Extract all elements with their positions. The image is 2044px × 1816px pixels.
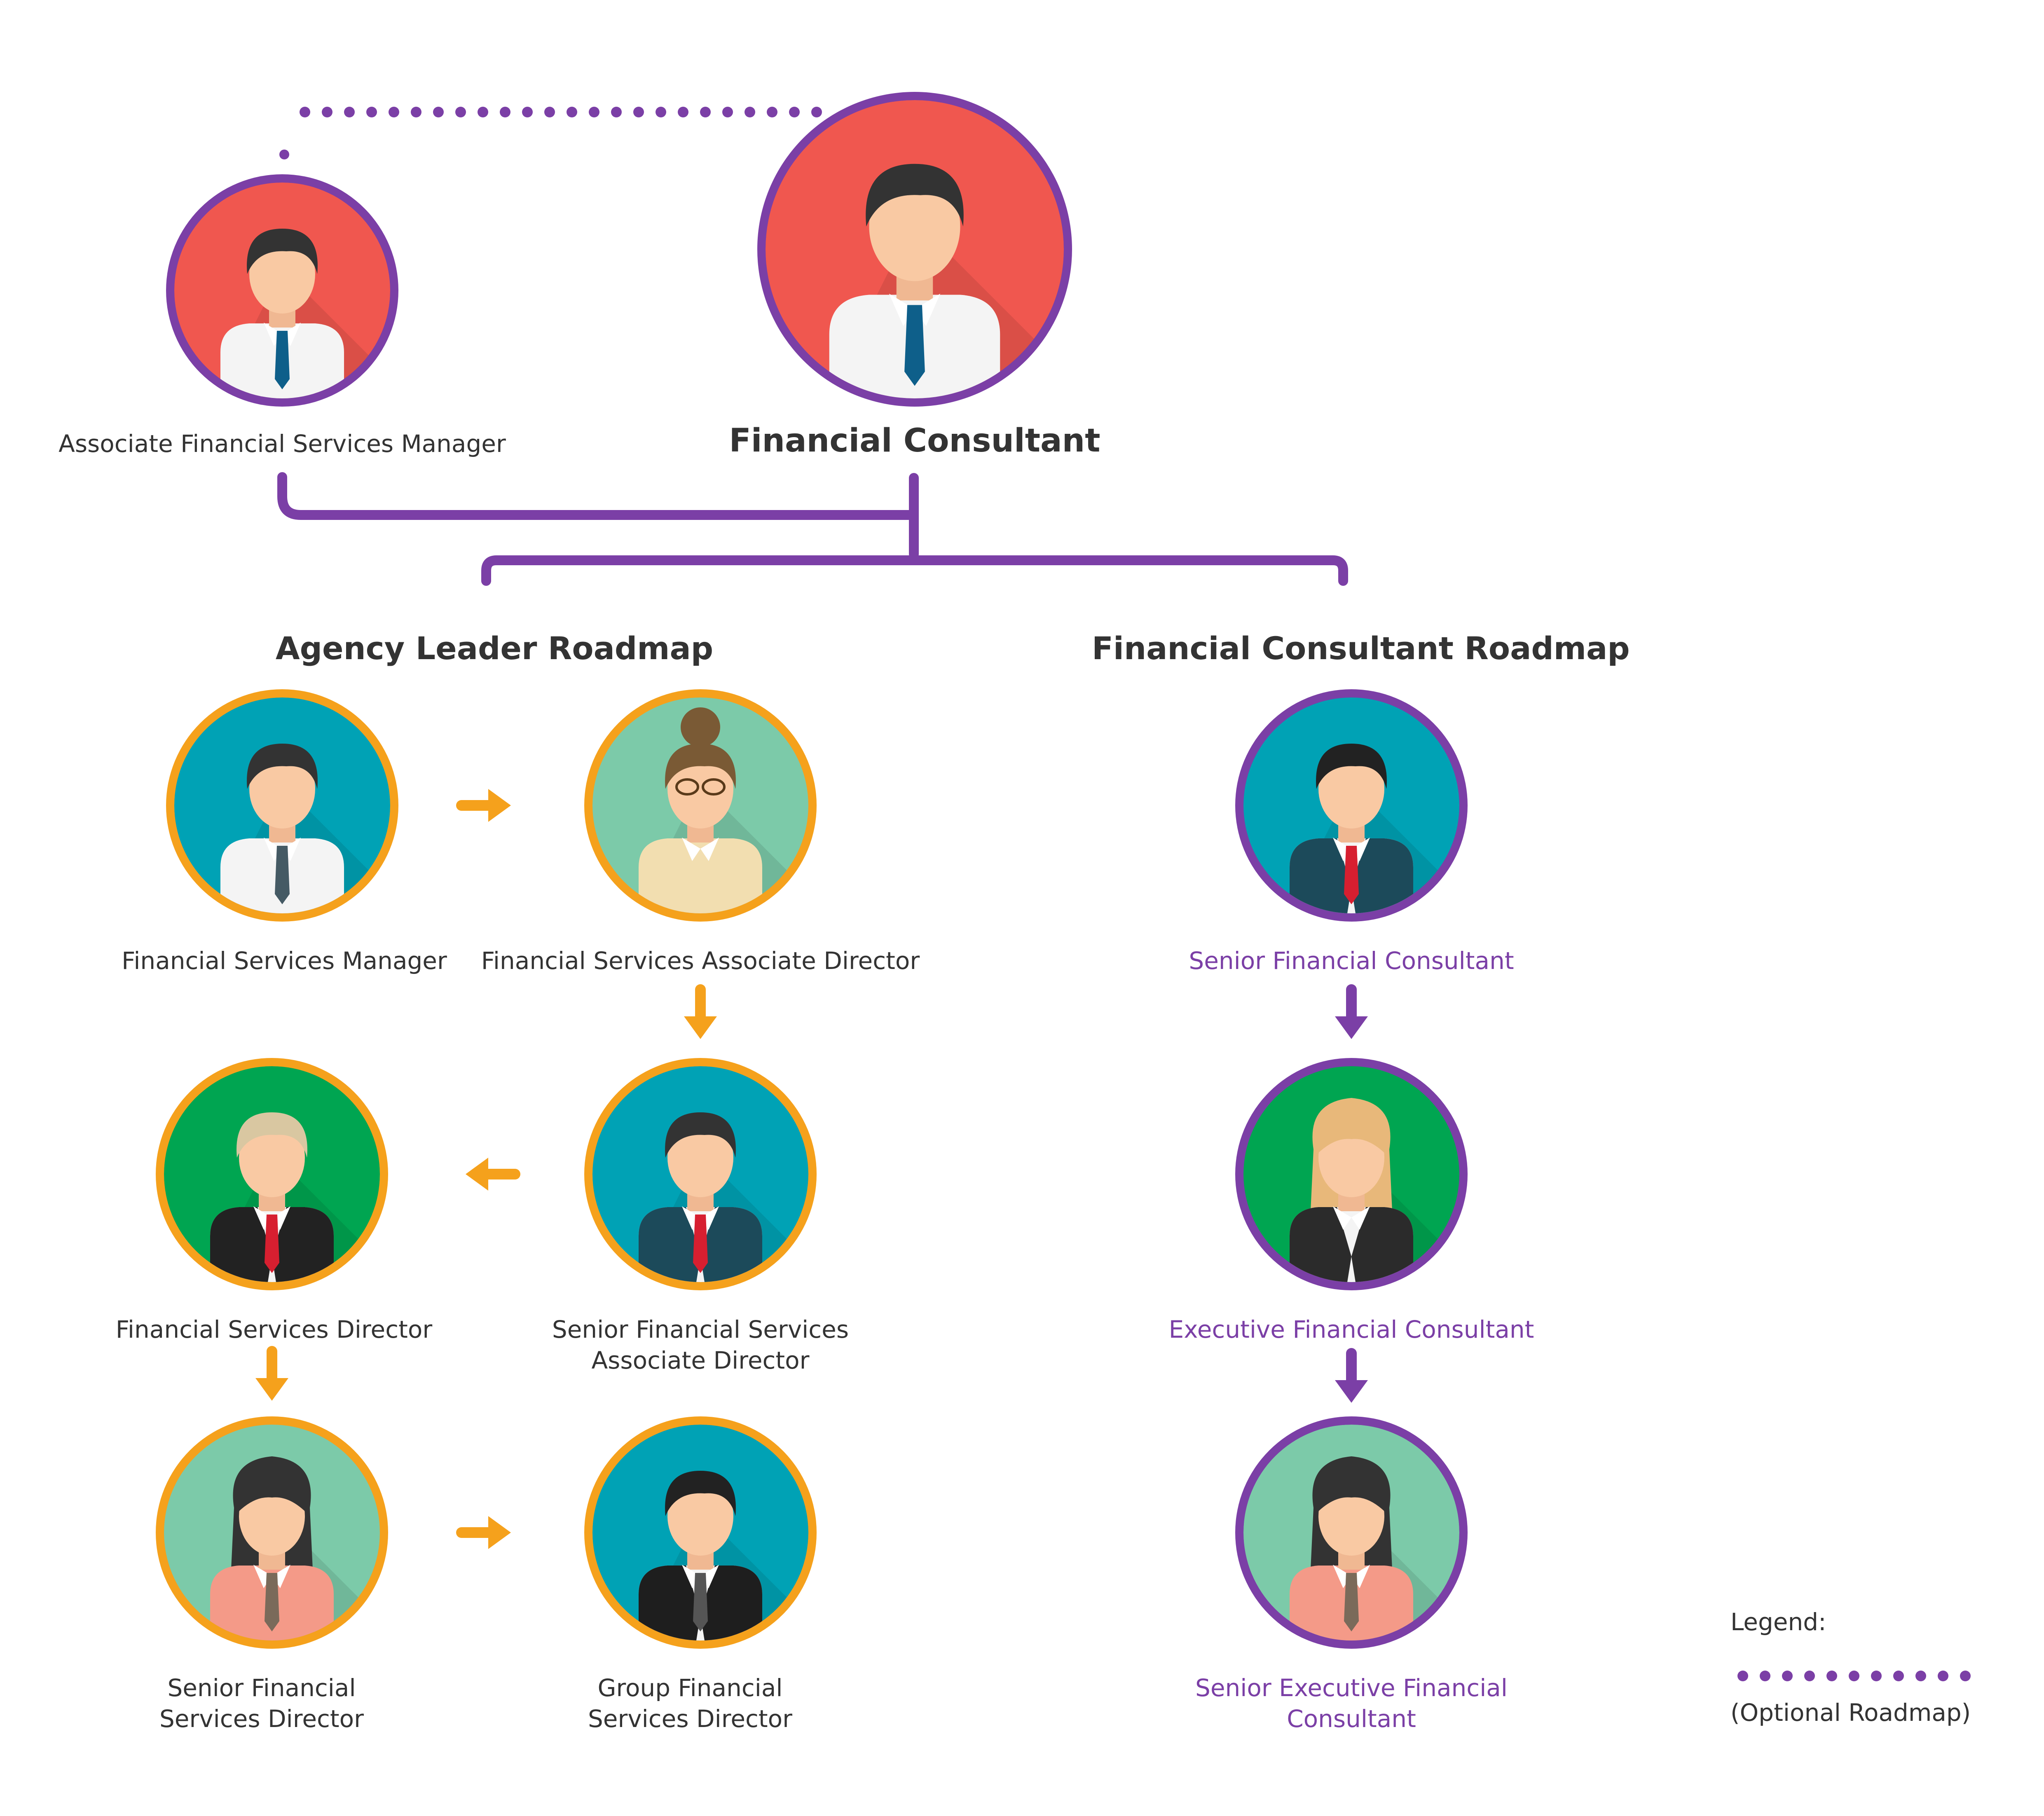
male-executive-icon (639, 1471, 762, 1640)
avatar-senior-financial-services-director (156, 1416, 388, 1649)
arrow-right-icon (456, 789, 511, 822)
label-line: Senior Financial Consultant (1189, 947, 1514, 975)
label-line: Executive Financial Consultant (1168, 1315, 1534, 1343)
label-senior-financial-consultant: Senior Financial Consultant (1145, 945, 1557, 976)
label-financial-services-director: Financial Services Director (91, 1314, 457, 1345)
label-line: Consultant (1287, 1705, 1416, 1733)
label-senior-financial-services-associate-director: Senior Financial Services Associate Dire… (515, 1314, 886, 1376)
avatar-senior-financial-consultant (1235, 689, 1468, 922)
arrow-left-icon (466, 1158, 520, 1191)
male-executive-icon (639, 1112, 762, 1282)
female-employee-icon (210, 1456, 334, 1640)
avatar-executive-financial-consultant (1235, 1058, 1468, 1290)
avatar-financial-services-manager (166, 689, 398, 922)
agency-roadmap-heading: Agency Leader Roadmap (275, 630, 714, 667)
label-line: Senior Financial (167, 1674, 356, 1702)
label-line: Senior Executive Financial (1195, 1674, 1508, 1702)
avatar-financial-services-director (156, 1058, 388, 1290)
male-employee-icon (829, 164, 1000, 398)
label-group-financial-services-director: Group Financial Services Director (527, 1673, 853, 1735)
label-line: Senior Financial Services (552, 1315, 849, 1343)
arrow-down-icon (1335, 984, 1368, 1039)
label-associate-financial-services-manager: Associate Financial Services Manager (59, 430, 506, 458)
arrow-down-icon (255, 1346, 288, 1401)
avatar-financial-consultant (757, 92, 1072, 407)
label-financial-services-manager: Financial Services Manager (95, 945, 474, 976)
consultant-roadmap-heading: Financial Consultant Roadmap (1092, 630, 1630, 667)
female-employee-icon (1290, 1456, 1413, 1640)
avatar-financial-services-associate-director (584, 689, 817, 922)
male-employee-icon (220, 229, 344, 398)
label-executive-financial-consultant: Executive Financial Consultant (1129, 1314, 1574, 1345)
female-employee-icon (639, 707, 762, 913)
label-line: Services Director (588, 1705, 792, 1733)
legend-optional-roadmap-label: (Optional Roadmap) (1730, 1699, 1971, 1727)
label-line: Associate Director (591, 1346, 810, 1375)
avatar-associate-financial-services-manager (166, 174, 398, 407)
legend-title: Legend: (1730, 1608, 1826, 1636)
label-financial-services-associate-director: Financial Services Associate Director (466, 945, 935, 976)
label-line: Financial Services Associate Director (481, 947, 920, 975)
avatar-senior-executive-financial-consultant (1235, 1416, 1468, 1649)
arrow-down-icon (1335, 1348, 1368, 1403)
avatar-group-financial-services-director (584, 1416, 817, 1649)
male-executive-icon (1290, 744, 1413, 913)
label-financial-consultant: Financial Consultant (729, 422, 1100, 459)
label-line: Financial Services Manager (122, 947, 447, 975)
label-line: Financial Services Director (115, 1315, 433, 1343)
avatar-senior-financial-services-associate-director (584, 1058, 817, 1290)
label-senior-financial-services-director: Senior Financial Services Director (99, 1673, 424, 1735)
bracket-connector (277, 472, 1348, 586)
label-line: Services Director (159, 1705, 364, 1733)
optional-roadmap-connector (279, 107, 829, 159)
arrow-right-icon (456, 1516, 511, 1549)
arrow-down-icon (684, 984, 717, 1039)
female-executive-icon (1290, 1098, 1413, 1282)
label-senior-executive-financial-consultant: Senior Executive Financial Consultant (1145, 1673, 1557, 1735)
male-employee-icon (220, 744, 344, 913)
male-executive-icon (210, 1112, 334, 1282)
label-line: Group Financial (597, 1674, 783, 1702)
